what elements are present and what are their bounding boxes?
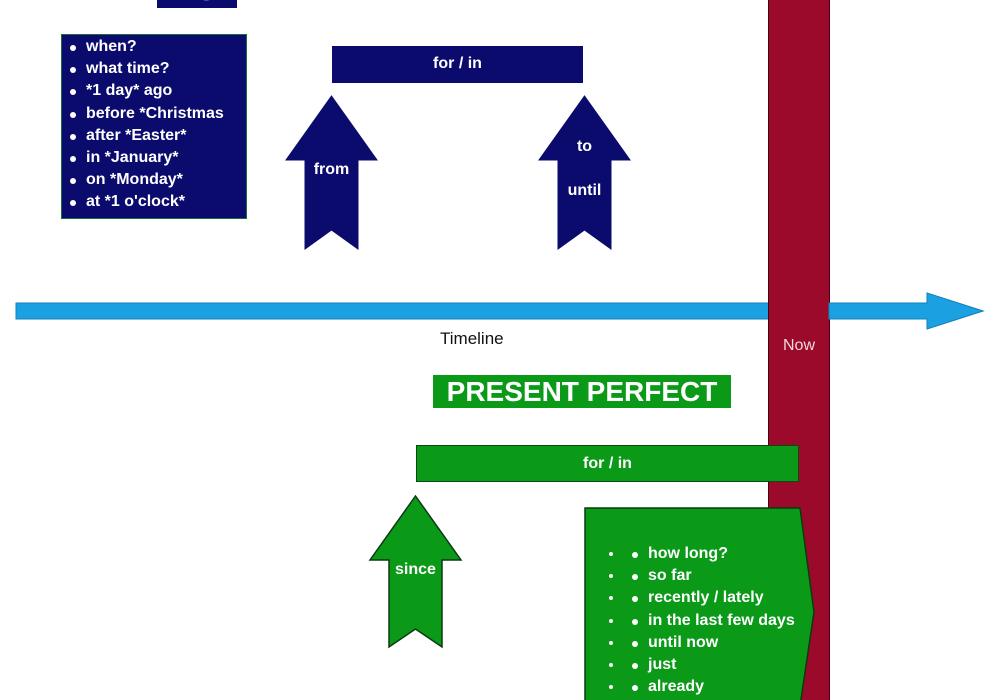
list-item: already [624, 676, 804, 698]
list-item: what time? [62, 58, 246, 80]
present-perfect-expressions-text: how long? so far recently / lately in th… [584, 507, 804, 700]
past-time-expressions-list: when? what time? *1 day* ago before *Chr… [62, 35, 246, 214]
list-item: on *Monday* [62, 169, 246, 191]
since-up-arrow-icon [368, 494, 463, 649]
list-item: how long? [624, 543, 804, 565]
list-item: before *Christmas [62, 103, 246, 125]
list-item: recently / lately [624, 587, 804, 609]
list-item: in *January* [62, 147, 246, 169]
present-perfect-expressions-box [584, 507, 815, 700]
present-perfect-title: PRESENT PERFECT [433, 375, 731, 408]
until-label: until [567, 182, 602, 199]
list-item: in the last few days [624, 610, 804, 632]
to-until-up-arrow-icon [538, 95, 631, 250]
since-label: since [395, 561, 436, 578]
list-item: after *Easter* [62, 125, 246, 147]
from-up-arrow-icon [285, 95, 378, 250]
to-label: to [576, 138, 593, 155]
present-perfect-for-in-bar: for / in [416, 445, 799, 482]
list-item: at *1 o'clock* [62, 191, 246, 213]
timeline-label: Timeline [440, 329, 504, 348]
past-title: PAST [157, 0, 237, 8]
timeline-arrow-head [828, 292, 985, 330]
list-item: just [624, 654, 804, 676]
now-label: Now [782, 337, 815, 354]
present-perfect-expressions-list: how long? so far recently / lately in th… [584, 523, 804, 700]
list-item: when? [62, 36, 246, 58]
past-for-in-bar: for / in [332, 46, 583, 83]
past-time-expressions-box: when? what time? *1 day* ago before *Chr… [61, 34, 247, 219]
list-item: so far [624, 565, 804, 587]
from-label: from [313, 161, 350, 178]
list-item: *1 day* ago [62, 80, 246, 102]
list-item: until now [624, 632, 804, 654]
